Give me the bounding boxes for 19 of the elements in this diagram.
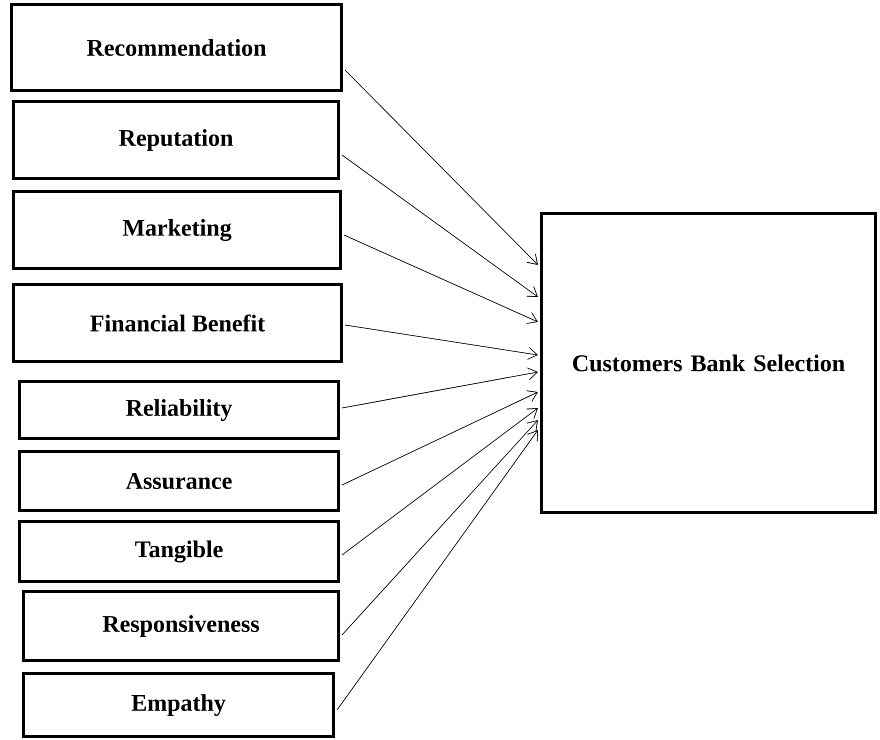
- arrow: [336, 430, 538, 710]
- factor-box: Recommendation: [10, 3, 343, 92]
- factor-box: Empathy: [22, 672, 335, 738]
- arrow: [344, 234, 538, 324]
- arrow: [342, 154, 538, 297]
- arrow: [342, 367, 538, 408]
- arrow: [342, 408, 538, 556]
- arrow: [344, 70, 538, 265]
- factor-box: Tangible: [18, 520, 340, 583]
- arrow: [344, 324, 538, 360]
- factor-box: Financial Benefit: [12, 283, 343, 363]
- arrow: [342, 390, 538, 486]
- factor-box: Reliability: [18, 380, 340, 440]
- target-box: Customers Bank Selection: [540, 212, 877, 514]
- factor-box: Responsiveness: [22, 590, 340, 662]
- factor-box: Reputation: [12, 100, 340, 180]
- factor-box: Assurance: [18, 450, 340, 512]
- factor-box: Marketing: [12, 190, 342, 270]
- arrow: [342, 420, 538, 636]
